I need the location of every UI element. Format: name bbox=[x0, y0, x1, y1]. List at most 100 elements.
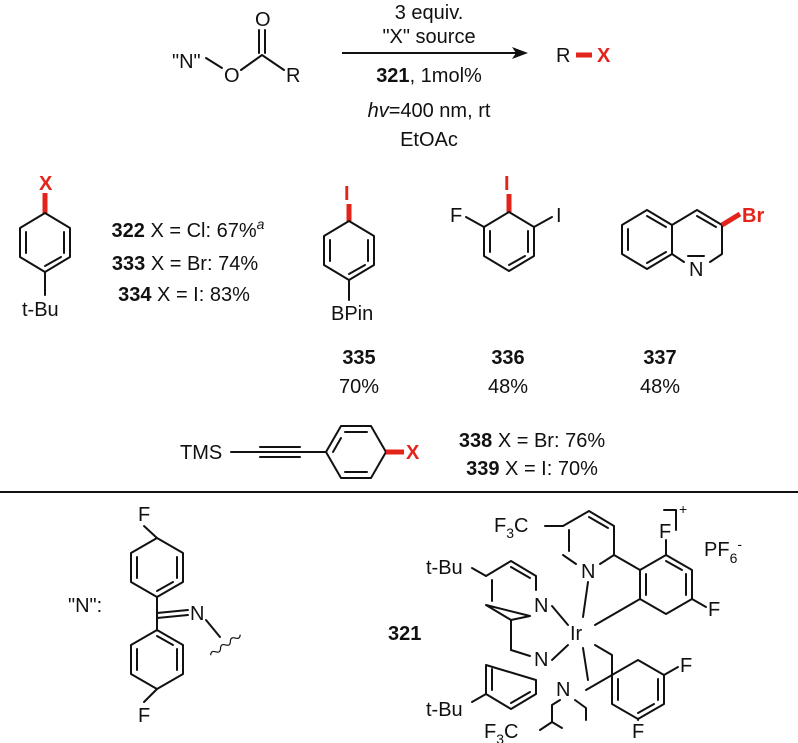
cf3-f: F bbox=[484, 721, 496, 743]
condition-x-source: "X" source bbox=[382, 26, 475, 48]
bond bbox=[465, 216, 485, 228]
reactant-n-label: "N" bbox=[172, 51, 201, 73]
yield-row-322: 322 X = Cl: 67%a bbox=[112, 216, 265, 242]
cf3-subscript: 3 bbox=[496, 731, 504, 743]
bond bbox=[205, 619, 221, 638]
cf3-top: F3C bbox=[494, 515, 528, 541]
compound-number: 333 bbox=[112, 253, 145, 275]
fluorine-atom: F bbox=[708, 599, 720, 621]
pf-superscript: - bbox=[737, 536, 742, 552]
aromatic-bonds bbox=[332, 431, 368, 473]
pyridine-ring bbox=[671, 209, 723, 263]
alkyne-triple-bond bbox=[259, 446, 301, 458]
coordination-bond bbox=[551, 605, 569, 626]
bond bbox=[663, 666, 679, 676]
complex-bracket bbox=[663, 509, 677, 531]
yield-text: X = I: 83% bbox=[151, 284, 250, 306]
yield-row-339: 339 X = I: 70% bbox=[466, 458, 598, 480]
aromatic-bonds bbox=[627, 215, 667, 264]
light-details: =400 nm, rt bbox=[389, 100, 491, 122]
iodine-atom: I bbox=[504, 173, 510, 195]
quinoline-n-atom: N bbox=[689, 259, 703, 281]
substrate-x-atom: X bbox=[406, 442, 420, 464]
benzene-ring bbox=[325, 425, 387, 479]
aromatic-bonds bbox=[645, 560, 687, 596]
cf3-c: C bbox=[504, 721, 518, 743]
aromatic-bonds bbox=[25, 231, 65, 267]
substrate-322-yields: 322 X = Cl: 67%a 333 X = Br: 74% 334 X =… bbox=[112, 216, 265, 306]
bipyridine-n-atom: N bbox=[534, 595, 548, 617]
substrate-336-structure: I F I 336 48% bbox=[450, 173, 562, 398]
reactant-o-label: O bbox=[224, 65, 240, 87]
compound-number: 339 bbox=[466, 458, 499, 480]
fluorine-atom: F bbox=[138, 504, 150, 526]
iridium-atom: Ir bbox=[570, 623, 583, 645]
aromatic-bonds bbox=[491, 566, 531, 602]
aromatic-bonds bbox=[136, 635, 178, 671]
fluorine-atom: F bbox=[680, 655, 692, 677]
bond bbox=[143, 525, 158, 539]
carbonyl-bond bbox=[258, 29, 266, 54]
charge-plus: + bbox=[679, 501, 687, 517]
halogen-bond bbox=[720, 211, 742, 228]
phenyl-ring-top bbox=[639, 554, 693, 615]
product-structure: R X bbox=[556, 45, 611, 67]
aromatic-bonds bbox=[329, 239, 369, 275]
fluorine-atom: F bbox=[659, 521, 671, 543]
pyridine-ring-bottom bbox=[551, 699, 587, 729]
yield-row-338: 338 X = Br: 76% bbox=[459, 430, 605, 452]
pf-subscript: 6 bbox=[730, 550, 738, 566]
bond bbox=[240, 54, 285, 71]
carbonyl-o-label: O bbox=[255, 9, 271, 31]
iridium-complex-structure: Ir F3C N F F t-Bu N N t-Bu N bbox=[426, 510, 720, 743]
yield-value: 48% bbox=[640, 376, 680, 398]
substrate-tbu-label: t-Bu bbox=[22, 299, 59, 321]
bpin-label: BPin bbox=[331, 303, 373, 325]
yield-text: X = I: 70% bbox=[499, 458, 598, 480]
condition-solvent: EtOAc bbox=[400, 129, 458, 151]
pyridine-n-atom: N bbox=[556, 679, 570, 701]
coordination-bond bbox=[582, 581, 589, 618]
aromatic-bonds bbox=[617, 678, 659, 714]
compound-number: 338 bbox=[459, 430, 492, 452]
n-definition-label: "N": bbox=[68, 595, 102, 617]
product-x-label: X bbox=[597, 45, 611, 67]
yield-value: 70% bbox=[339, 376, 379, 398]
coordination-bond bbox=[551, 644, 569, 661]
attachment-wavy-bond bbox=[210, 634, 241, 656]
substrate-335-structure: I BPin 335 70% bbox=[323, 183, 379, 398]
benzene-ring-bottom bbox=[130, 629, 184, 690]
condition-light: hv=400 nm, rt bbox=[368, 100, 491, 122]
substrate-338-yields: 338 X = Br: 76% 339 X = I: 70% bbox=[459, 430, 605, 480]
iodine-atom: I bbox=[344, 183, 350, 205]
yield-row-334: 334 X = I: 83% bbox=[118, 284, 250, 306]
catalyst-label: 321 bbox=[388, 623, 421, 645]
iodine-atom-right: I bbox=[556, 205, 562, 227]
benzene-ring bbox=[19, 212, 71, 273]
substrate-322-structure: X t-Bu bbox=[19, 173, 71, 321]
coordination-bond bbox=[582, 647, 589, 681]
bond bbox=[533, 216, 553, 228]
bond bbox=[471, 693, 487, 703]
condition-reagent-equiv: 3 equiv. bbox=[395, 2, 464, 24]
substrate-337-structure: N Br 337 48% bbox=[621, 205, 764, 398]
tms-label: TMS bbox=[180, 442, 222, 464]
bond bbox=[539, 721, 553, 731]
footnote-marker: a bbox=[257, 216, 265, 232]
compound-number: 336 bbox=[491, 347, 524, 369]
benzene-ring bbox=[323, 220, 375, 281]
bond bbox=[143, 688, 158, 703]
arrow-head bbox=[512, 47, 528, 59]
product-r-label: R bbox=[556, 45, 570, 67]
substrate-x-atom: X bbox=[39, 173, 53, 195]
counterion: + PF6- bbox=[663, 501, 742, 566]
tbu-bottom: t-Bu bbox=[426, 699, 463, 721]
benzo-ring bbox=[621, 209, 673, 270]
reactant-structure: "N" O O R bbox=[172, 9, 300, 87]
light-symbol: hv bbox=[368, 100, 390, 122]
bond bbox=[613, 554, 641, 571]
substrate-338-structure: TMS X bbox=[180, 425, 420, 479]
catalyst-loading: , 1mol% bbox=[410, 65, 482, 87]
bipyridine-n-atom: N bbox=[534, 649, 548, 671]
